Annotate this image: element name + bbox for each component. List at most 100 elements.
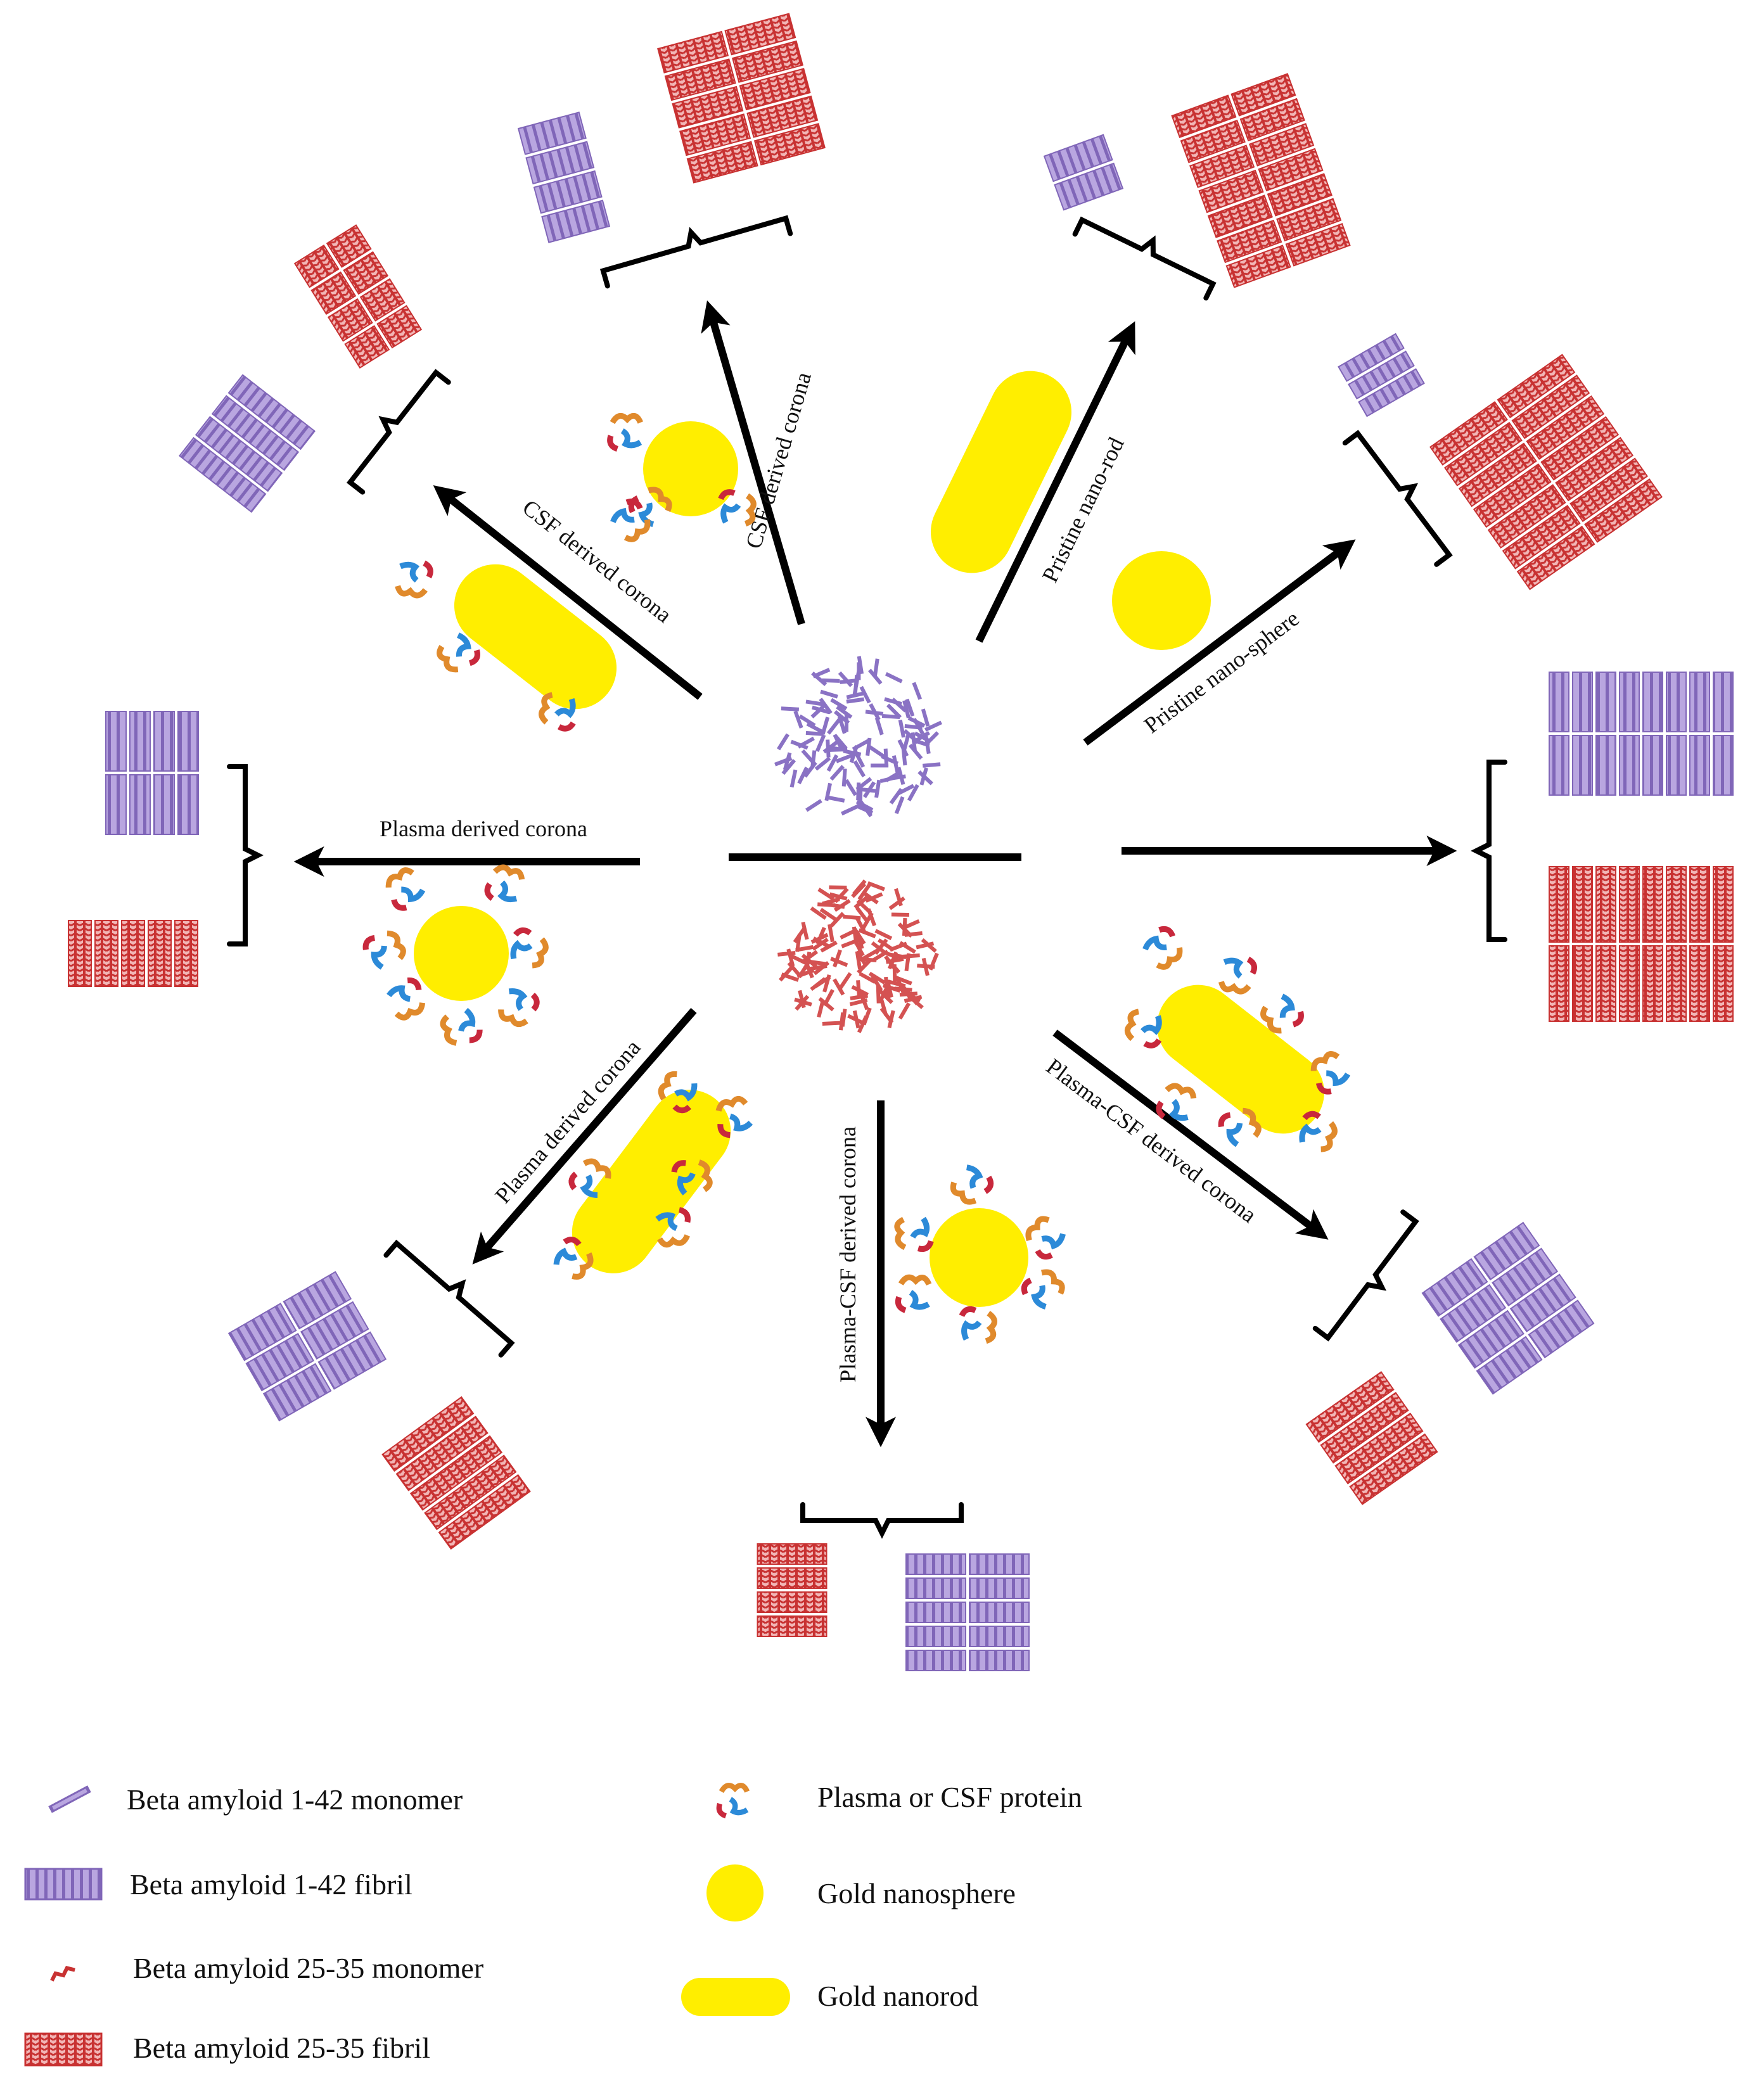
- monomer: [841, 768, 847, 787]
- monomer: [917, 964, 935, 969]
- monomer: [817, 999, 825, 1018]
- center-group: [729, 656, 1021, 1033]
- monomer: [868, 971, 886, 984]
- monomer: [810, 906, 827, 920]
- protein: [894, 1216, 934, 1252]
- label-plasma-csf-sphere: Plasma-CSF derived corona: [835, 1126, 860, 1382]
- monomer: [779, 965, 794, 982]
- monomer: [867, 881, 885, 891]
- monomer: [789, 769, 798, 788]
- legend-label-nanosphere: Gold nanosphere: [817, 1877, 1016, 1909]
- monomer: [812, 705, 830, 715]
- legend-label-fibril-142: Beta amyloid 1-42 fibril: [130, 1868, 412, 1901]
- monomer: [856, 980, 862, 998]
- fibril-142-block: [1421, 1221, 1595, 1395]
- monomer: [874, 929, 893, 941]
- monomer: [866, 737, 872, 756]
- monomer: [818, 997, 834, 1012]
- monomer: [874, 779, 881, 798]
- bracket-right: [1471, 760, 1507, 942]
- protein: [1218, 957, 1258, 995]
- fibril-142-block: [1043, 134, 1124, 211]
- monomer: [827, 718, 841, 735]
- monomer: [840, 928, 858, 940]
- monomer: [826, 739, 831, 758]
- monomer: [820, 689, 838, 699]
- legend-label-monomer-142: Beta amyloid 1-42 monomer: [127, 1783, 463, 1816]
- monomer: [815, 734, 826, 753]
- monomer: [907, 784, 919, 801]
- monomer: [853, 939, 865, 957]
- label-plasma-sphere: Plasma derived corona: [380, 816, 587, 841]
- monomer: [809, 964, 828, 971]
- legend-fibril-2535: Beta amyloid 25-35 fibril: [24, 2032, 430, 2067]
- monomer-cloud-2535: [777, 879, 939, 1033]
- fibril-2535-block: [657, 13, 826, 184]
- fibril-142-block: [1549, 672, 1734, 796]
- monomer: [872, 658, 879, 677]
- legend-label-fibril-2535: Beta amyloid 25-35 fibril: [133, 2032, 430, 2064]
- monomer: [817, 888, 835, 901]
- monomer: [859, 972, 876, 984]
- monomer: [812, 936, 831, 948]
- sphere-plasma: [414, 906, 509, 1001]
- monomer: [822, 678, 840, 683]
- monomer: [826, 795, 845, 803]
- arrow-csf-rod: [433, 485, 703, 700]
- protein: [959, 1306, 997, 1344]
- monomer: [880, 775, 898, 783]
- monomer: [829, 765, 845, 781]
- monomer: [798, 990, 806, 1009]
- monomer: [838, 671, 853, 687]
- fibril-2535-block: [381, 1396, 531, 1550]
- monomer: [777, 733, 789, 751]
- monomer: [797, 736, 815, 749]
- monomer-2535-icon: [50, 1966, 75, 1982]
- monomer: [809, 959, 828, 966]
- monomer: [869, 703, 881, 721]
- monomer: [856, 782, 861, 801]
- monomer: [924, 720, 942, 732]
- monomer: [898, 1002, 911, 1020]
- monomer: [789, 953, 807, 965]
- protein: [1260, 993, 1304, 1034]
- monomer: [857, 656, 864, 675]
- sphere-plasma-csf: [930, 1208, 1028, 1307]
- monomer: [902, 917, 907, 936]
- monomer: [898, 941, 916, 954]
- monomer: [828, 924, 834, 943]
- monomer: [902, 700, 911, 718]
- arrow-pristine-sphere: [1083, 539, 1356, 746]
- monomer: [853, 675, 859, 693]
- nanosphere-icon: [706, 1864, 764, 1921]
- monomer: [847, 1014, 865, 1026]
- rod-plasma: [572, 1090, 731, 1273]
- monomer: [886, 703, 902, 719]
- arrow-plasma-rod: [472, 1008, 697, 1265]
- legend-label-monomer-2535: Beta amyloid 25-35 monomer: [133, 1952, 483, 1984]
- monomer: [822, 1021, 840, 1026]
- arrow-csf-sphere: [701, 300, 805, 625]
- monomer: [820, 940, 838, 953]
- monomer: [829, 912, 845, 927]
- legend: Beta amyloid 1-42 monomer Beta amyloid 1…: [24, 1781, 1082, 2067]
- monomer: [798, 714, 816, 727]
- gold-particles: [414, 371, 1324, 1307]
- monomer: [774, 756, 793, 767]
- bracket-csf-sphere: [599, 215, 793, 289]
- monomer: [821, 717, 830, 735]
- protein: [1218, 1107, 1262, 1147]
- monomer: [924, 731, 940, 747]
- monomer: [781, 706, 800, 711]
- rod-plasma-csf: [1157, 984, 1324, 1134]
- monomer: [859, 685, 871, 704]
- monomer: [855, 916, 867, 934]
- monomer: [795, 934, 802, 952]
- protein: [718, 489, 757, 526]
- monomer: [829, 885, 847, 890]
- protein: [484, 864, 525, 903]
- monomer: [874, 717, 884, 736]
- fibril-142-icon: [24, 1868, 103, 1901]
- monomer: [844, 779, 857, 796]
- legend-nanorod: Gold nanorod: [681, 1978, 978, 2016]
